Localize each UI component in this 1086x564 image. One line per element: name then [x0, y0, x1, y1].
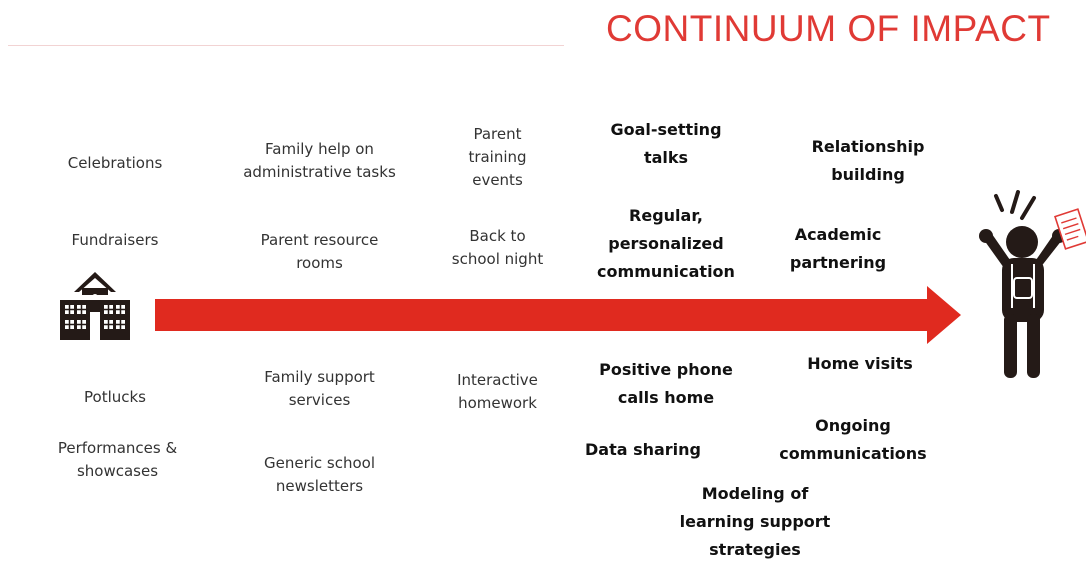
label-home-visits: Home visits [807, 354, 913, 373]
header-divider [8, 45, 564, 46]
label-positive-phone-calls: Positive phone calls home [599, 360, 733, 407]
label-data-sharing: Data sharing [584, 440, 702, 459]
label-fundraisers: Fundraisers [71, 231, 159, 249]
label-relationship-building: Relationship building [811, 137, 925, 184]
school-building-icon [60, 272, 130, 340]
label-goal-setting: Goal-setting talks [610, 120, 722, 167]
label-interactive-homework: Interactive homework [457, 371, 538, 412]
label-performances: Performances & showcases [57, 439, 178, 480]
label-resource-rooms: Parent resource rooms [260, 231, 379, 272]
page-title: CONTINUUM OF IMPACT [606, 8, 1051, 49]
label-newsletters: Generic school newsletters [263, 454, 376, 495]
label-potlucks: Potlucks [84, 388, 146, 406]
label-family-help: Family help on administrative tasks [243, 140, 396, 181]
label-ongoing-communications: Ongoing communications [779, 416, 927, 463]
label-back-to-school: Back to school night [451, 227, 544, 268]
continuum-arrow [155, 286, 961, 344]
label-personalized-communication: Regular, personalized communication [597, 206, 735, 281]
label-training-events: Parent training events [468, 125, 527, 189]
label-academic-partnering: Academic partnering [789, 225, 887, 272]
label-celebrations: Celebrations [67, 154, 163, 172]
student-celebrating-icon [979, 190, 1086, 378]
label-support-services: Family support services [264, 368, 375, 409]
label-modeling-strategies: Modeling of learning support strategies [679, 484, 831, 559]
